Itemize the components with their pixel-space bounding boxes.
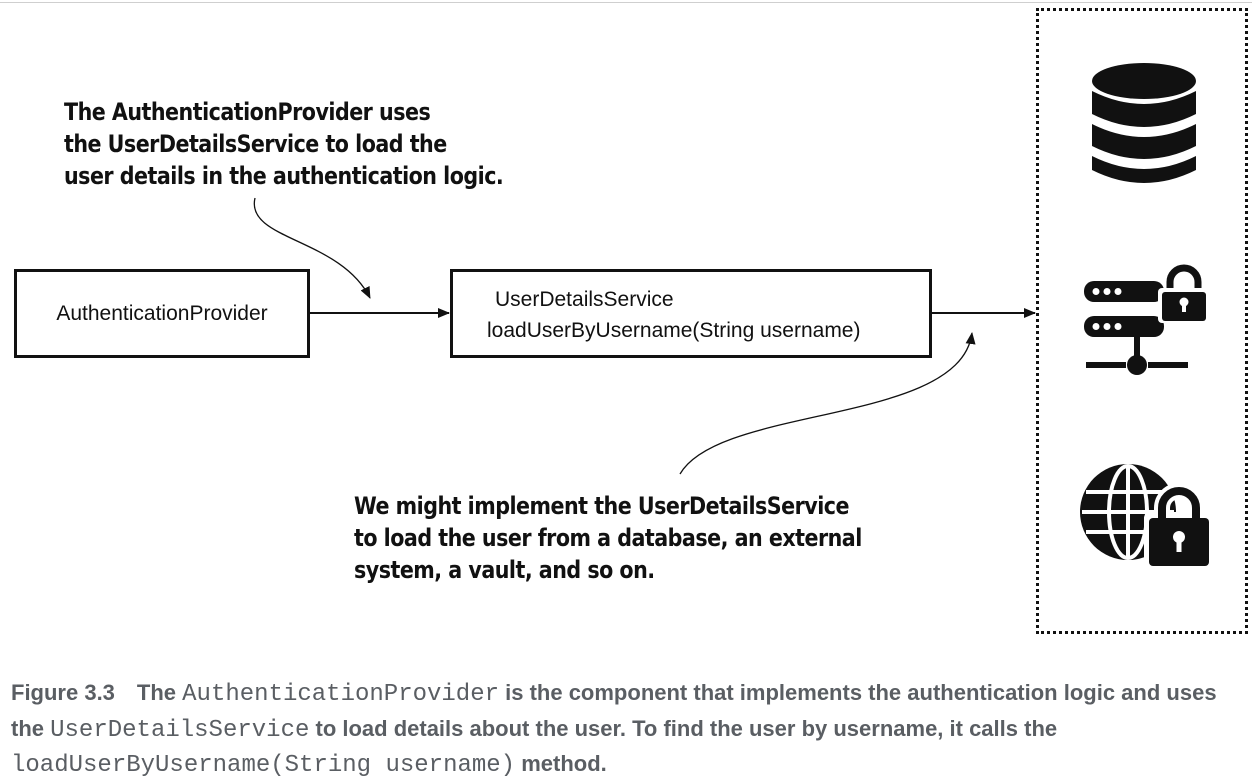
pointer-top-annotation [253, 197, 371, 299]
annotation-bottom-line-1: We might implement the UserDetailsServic… [354, 492, 850, 520]
caption-code-load-user-method: loadUserByUsername(String username) [11, 752, 516, 779]
caption-text-2: is the component that implements the aut… [11, 680, 1217, 741]
caption-code-authentication-provider: AuthenticationProvider [182, 681, 500, 708]
pointer-bottom-annotation [679, 332, 976, 475]
caption-code-user-details-service: UserDetailsService [50, 716, 310, 744]
top-rule [0, 2, 1252, 3]
annotation-top-line-3: user details in the authentication logic… [64, 162, 504, 190]
annotation-top: The AuthenticationProvider uses the User… [64, 96, 504, 192]
authentication-provider-label: AuthenticationProvider [56, 301, 268, 325]
load-user-method-label: loadUserByUsername(String username) [487, 319, 861, 342]
annotation-bottom-line-3: system, a vault, and so on. [354, 556, 655, 584]
user-details-service-box: UserDetailsService loadUserByUsername(St… [450, 269, 932, 358]
user-details-service-title: UserDetailsService [495, 288, 674, 311]
annotation-top-line-1: The AuthenticationProvider uses [64, 98, 431, 126]
caption-text-1: The [136, 680, 183, 705]
caption-text-4: method. [515, 751, 607, 776]
annotation-top-line-2: the UserDetailsService to load the [64, 130, 447, 158]
user-sources-panel [1036, 8, 1248, 634]
figure-label: Figure 3.3 [11, 680, 115, 705]
annotation-bottom-line-2: to load the user from a database, an ext… [354, 524, 862, 552]
annotation-bottom: We might implement the UserDetailsServic… [354, 490, 862, 586]
figure-caption: Figure 3.3 The AuthenticationProvider is … [11, 676, 1249, 783]
caption-text-3: to load details about the user. To find … [309, 715, 1058, 741]
authentication-provider-box: AuthenticationProvider [14, 269, 310, 358]
